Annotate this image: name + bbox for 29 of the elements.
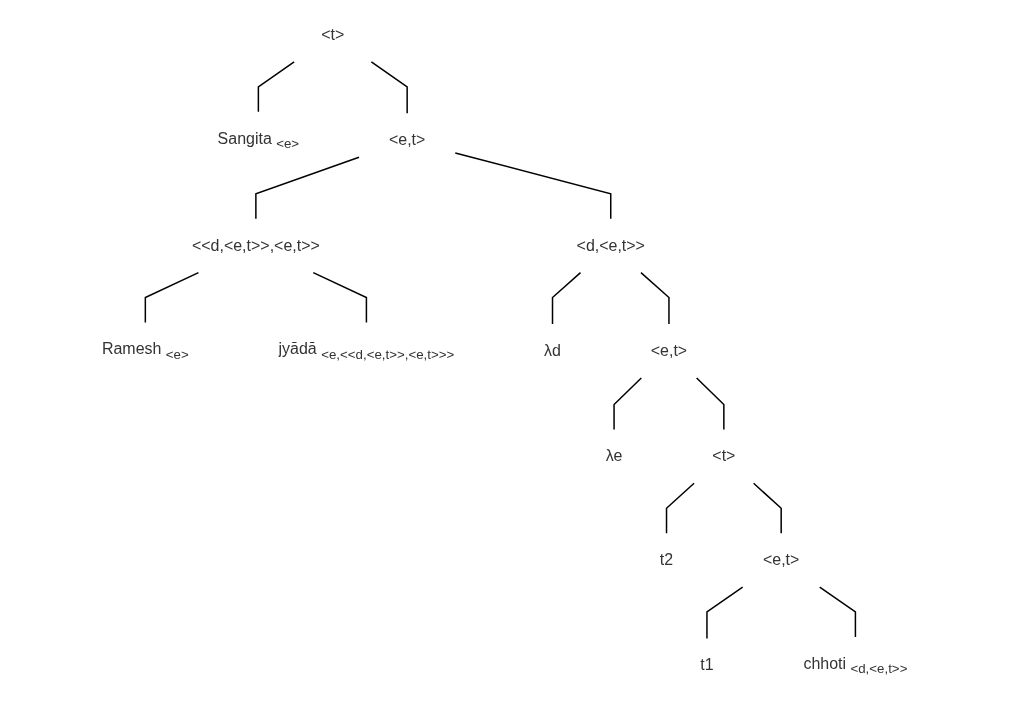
node-text: <<d,<e,t>>,<e,t>> <box>191 236 320 254</box>
node-text: Ramesh $_{<e>}$ <box>101 340 189 362</box>
connector <box>613 377 642 431</box>
connector <box>665 482 695 534</box>
connector <box>752 482 782 534</box>
connector <box>254 156 360 220</box>
connector <box>257 61 295 113</box>
connector <box>695 377 725 431</box>
connector <box>370 61 408 115</box>
connector <box>551 271 582 325</box>
node-text: Sangita $_{<e>}$ <box>217 129 299 151</box>
node-text: <e,t> <box>650 342 687 359</box>
connector <box>144 271 200 324</box>
node-text: jyādā $_{<e,<<d,<e,t>>,<e,t>>>}$ <box>278 340 455 362</box>
node-text: chhoti $_{<d,<e,t>>}$ <box>803 654 908 677</box>
connector <box>706 586 744 640</box>
node-text: <e,t> <box>762 551 800 569</box>
connector <box>454 152 612 220</box>
node-text: λd <box>543 342 561 359</box>
node-text: λe <box>605 447 623 465</box>
node-text: t2 <box>659 551 673 569</box>
node-text: t1 <box>700 656 714 674</box>
connector <box>818 586 856 638</box>
node-text: <e,t> <box>388 131 426 149</box>
node-text: <t> <box>712 447 736 465</box>
connector <box>640 271 670 325</box>
connector <box>312 271 367 324</box>
node-text: <d,<e,t>> <box>576 236 645 254</box>
node-text: <t> <box>321 25 345 43</box>
